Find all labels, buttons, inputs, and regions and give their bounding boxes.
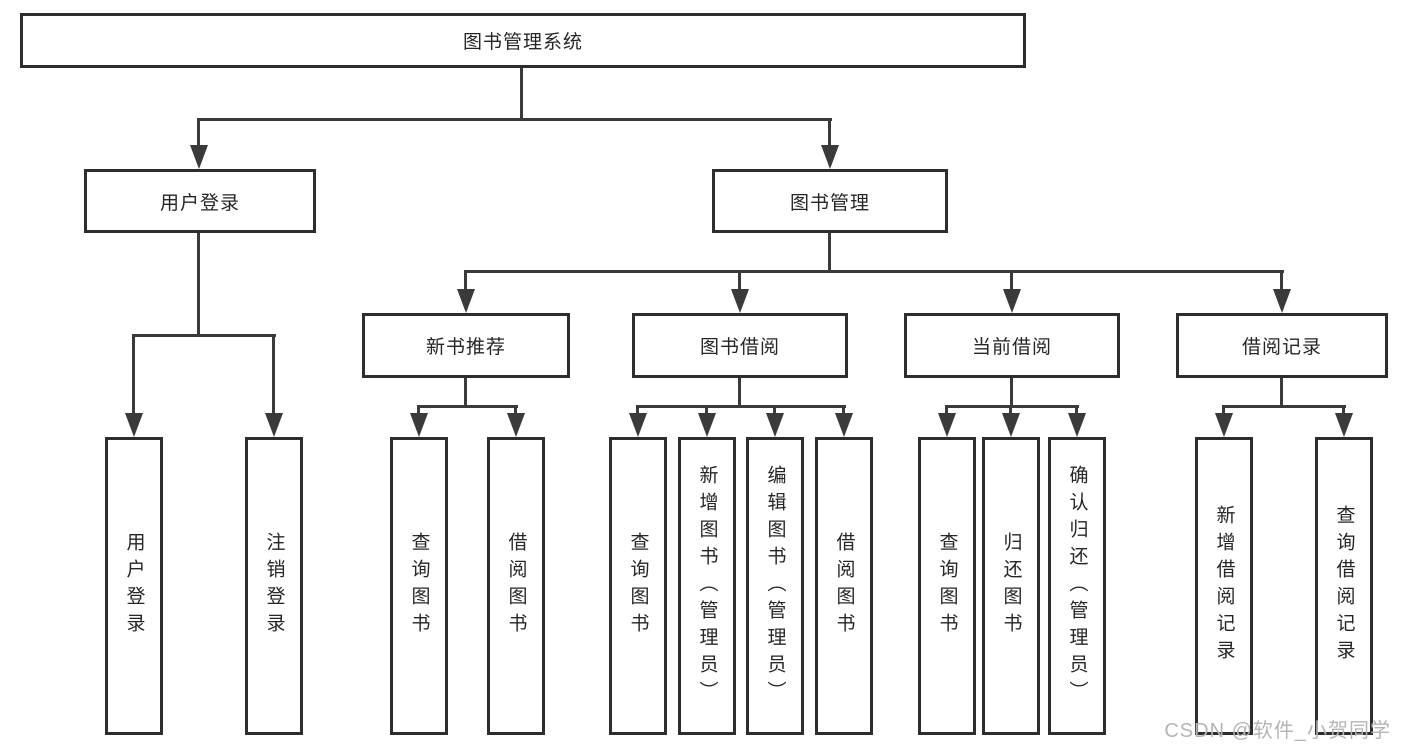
- connector-user-login-bar: [132, 334, 276, 337]
- arrowhead-borrow-records: [1273, 289, 1291, 313]
- node-query-books-current: 查询图书: [918, 437, 976, 735]
- arrowhead-book-borrow: [731, 289, 749, 313]
- connector-arrow-stem: [1280, 270, 1283, 292]
- connector-arrow-stem: [738, 270, 741, 292]
- arrowhead-logout: [265, 413, 283, 437]
- connector-arrow-stem: [773, 405, 776, 419]
- connector-arrow-stem: [842, 405, 845, 419]
- node-borrow-book: 借阅图书: [815, 437, 873, 735]
- watermark: CSDN @软件_小贺同学: [1164, 720, 1391, 742]
- connector-arrow-stem: [1222, 405, 1225, 419]
- arrowhead-return-book: [1002, 413, 1020, 437]
- node-logout: 注销登录: [245, 437, 303, 735]
- connector-arrow-stem: [1075, 405, 1078, 419]
- connector-arrow-stem: [132, 334, 135, 418]
- connector-arrow-stem: [1009, 405, 1012, 419]
- arrowhead-new-book-recommend: [457, 289, 475, 313]
- connector-arrow-stem: [945, 405, 948, 419]
- arrowhead-borrow-books: [835, 413, 853, 437]
- node-borrow-records: 借阅记录: [1176, 313, 1388, 378]
- connector-arrow-stem: [464, 270, 467, 292]
- connector-user-login-arrow-stem: [197, 118, 200, 152]
- connector-user-login-stem: [197, 232, 200, 336]
- node-current-borrow: 当前借阅: [904, 313, 1120, 378]
- node-book-borrow: 图书借阅: [632, 313, 848, 378]
- connector-arrow-stem: [514, 405, 517, 419]
- connector-current-borrow-bar: [945, 405, 1079, 408]
- arrowhead-confirm-return: [1068, 413, 1086, 437]
- connector-book-borrow-stem: [738, 378, 741, 407]
- connector-arrow-stem: [636, 405, 639, 419]
- node-confirm-return-admin: 确认归还（管理员）: [1048, 437, 1106, 735]
- connector-root-stem: [520, 68, 523, 121]
- connector-book-borrow-bar: [636, 405, 846, 408]
- node-book-management: 图书管理: [712, 169, 948, 233]
- arrowhead-borrow-books: [507, 413, 525, 437]
- node-user-login-action: 用户登录: [105, 437, 163, 735]
- node-edit-book-admin: 编辑图书（管理员）: [746, 437, 804, 735]
- connector-arrow-stem: [272, 334, 275, 418]
- connector-arrow-stem: [705, 405, 708, 419]
- node-query-books-recommend: 查询图书: [390, 437, 448, 735]
- arrowhead-user-login: [190, 145, 208, 169]
- connector-book-mgmt-stem: [828, 232, 831, 272]
- node-query-borrow-record: 查询借阅记录: [1315, 437, 1373, 735]
- node-user-login: 用户登录: [84, 169, 316, 233]
- node-borrow-books-recommend: 借阅图书: [487, 437, 545, 735]
- connector-borrow-records-stem: [1280, 378, 1283, 407]
- arrowhead-edit-book: [766, 413, 784, 437]
- arrowhead-book-mgmt: [821, 145, 839, 169]
- connector-new-book-bar: [417, 405, 518, 408]
- connector-current-borrow-stem: [1010, 378, 1013, 407]
- arrowhead-query-books: [938, 413, 956, 437]
- connector-level2-bar: [197, 118, 832, 121]
- arrowhead-user-login-action: [125, 413, 143, 437]
- arrowhead-query-borrow-record: [1335, 413, 1353, 437]
- connector-borrow-records-bar: [1222, 405, 1346, 408]
- arrowhead-query-books: [629, 413, 647, 437]
- connector-arrow-stem: [1342, 405, 1345, 419]
- connector-new-book-stem: [464, 378, 467, 407]
- node-query-books-borrow: 查询图书: [609, 437, 667, 735]
- arrowhead-current-borrow: [1003, 289, 1021, 313]
- node-new-book-recommend: 新书推荐: [362, 313, 570, 378]
- node-add-book-admin: 新增图书（管理员）: [678, 437, 736, 735]
- arrowhead-add-book: [698, 413, 716, 437]
- arrowhead-query-books: [410, 413, 428, 437]
- node-add-borrow-record: 新增借阅记录: [1195, 437, 1253, 735]
- node-return-book: 归还图书: [982, 437, 1040, 735]
- node-root: 图书管理系统: [20, 13, 1026, 68]
- connector-book-mgmt-arrow-stem: [828, 118, 831, 152]
- connector-arrow-stem: [417, 405, 420, 419]
- connector-level3-bar: [464, 270, 1284, 273]
- arrowhead-add-borrow-record: [1215, 413, 1233, 437]
- connector-arrow-stem: [1010, 270, 1013, 292]
